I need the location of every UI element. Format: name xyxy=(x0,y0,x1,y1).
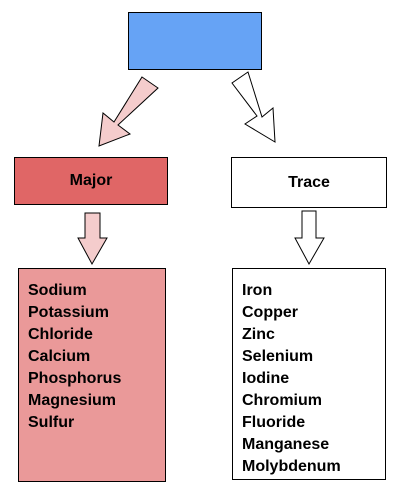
list-item: Iron xyxy=(242,282,273,299)
major-category-box: Major xyxy=(14,157,168,205)
arrow-major-to-list xyxy=(77,212,108,266)
list-item: Calcium xyxy=(28,348,91,365)
trace-minerals-list-box: Iron Copper Zinc Selenium Iodine Chromiu… xyxy=(232,268,386,480)
list-item: Chromium xyxy=(242,392,322,409)
arrow-root-to-major xyxy=(98,76,159,147)
list-item: Manganese xyxy=(242,436,330,453)
major-category-title: Major xyxy=(69,172,113,189)
list-item: Iodine xyxy=(242,370,290,387)
list-item: Copper xyxy=(242,304,298,321)
list-item: Chloride xyxy=(28,326,93,343)
list-item: Potassium xyxy=(28,304,109,321)
list-item: Sulfur xyxy=(28,414,75,431)
root-category-box xyxy=(128,12,262,70)
major-minerals-list-box: Sodium Potassium Chloride Calcium Phosph… xyxy=(18,268,166,482)
list-item: Zinc xyxy=(242,326,275,343)
list-item: Magnesium xyxy=(28,392,117,409)
arrow-root-to-trace xyxy=(231,71,276,143)
trace-category-title: Trace xyxy=(288,173,330,191)
trace-minerals-list: Iron Copper Zinc Selenium Iodine Chromiu… xyxy=(242,280,385,478)
list-item: Selenium xyxy=(242,348,314,365)
list-item: Molybdenum xyxy=(242,458,341,475)
list-item: Phosphorus xyxy=(28,370,122,387)
list-item: Sodium xyxy=(28,282,87,299)
arrow-trace-to-list xyxy=(294,210,325,266)
trace-category-box: Trace xyxy=(231,157,387,208)
list-item: Fluoride xyxy=(242,414,306,431)
major-minerals-list: Sodium Potassium Chloride Calcium Phosph… xyxy=(28,280,165,434)
